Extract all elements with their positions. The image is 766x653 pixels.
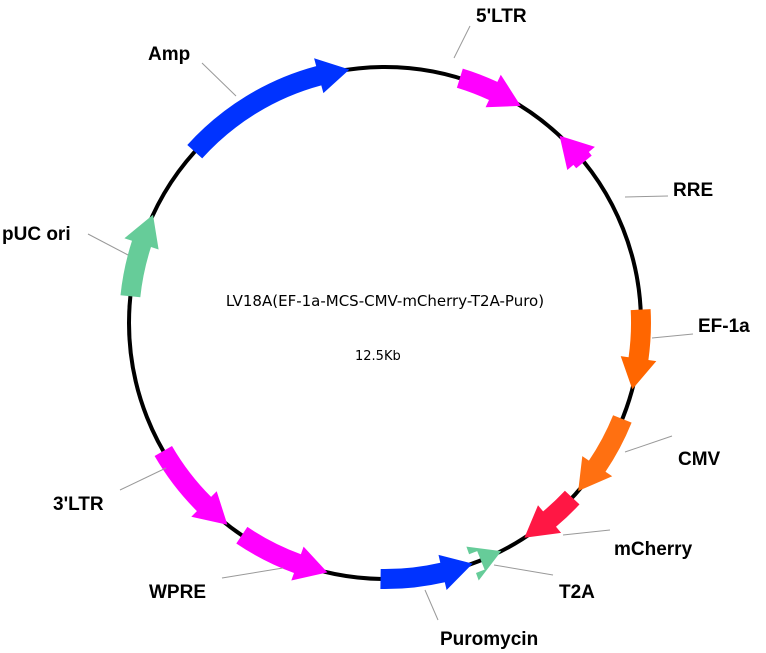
- leader-line-ef1a: [651, 333, 694, 339]
- feature-label-puromycin: Puromycin: [440, 629, 538, 650]
- feature-arrow-mcherry: [524, 490, 580, 538]
- feature-arrow-puromycin: [380, 554, 473, 590]
- feature-label-wpre: WPRE: [149, 582, 206, 603]
- feature-arrow-t2a: [466, 546, 502, 581]
- leader-line-rre: [624, 195, 669, 198]
- leader-line-t2a: [493, 564, 554, 576]
- feature-label-5ltr: 5'LTR: [476, 6, 527, 27]
- feature-arrow-wpre: [236, 526, 328, 581]
- leader-line-cmv: [624, 435, 673, 453]
- feature-arrow-ef1a: [620, 309, 657, 390]
- feature-label-3ltr: 3'LTR: [53, 494, 104, 515]
- feature-label-rre: RRE: [673, 180, 713, 201]
- leader-line-wpre: [221, 567, 284, 579]
- leader-line-puromycin: [424, 589, 439, 621]
- feature-label-mcherry: mCherry: [614, 539, 693, 560]
- leader-line-3ltr: [119, 467, 167, 491]
- plasmid-name: LV18A(EF-1a-MCS-CMV-mCherry-T2A-Puro): [226, 292, 544, 310]
- leader-line-5ltr: [453, 25, 471, 59]
- plasmid-size: 12.5Kb: [355, 349, 401, 364]
- feature-arrow-5ltr: [456, 68, 521, 108]
- feature-arrow-cmv: [578, 415, 632, 491]
- leader-line-mcherry: [562, 529, 611, 536]
- feature-arrow-3ltr: [154, 446, 228, 525]
- feature-label-t2a: T2A: [559, 582, 595, 603]
- leader-line-puc-ori: [87, 233, 129, 256]
- feature-label-puc-ori: pUC ori: [2, 224, 71, 245]
- feature-label-amp: Amp: [148, 44, 190, 65]
- feature-label-cmv: CMV: [678, 449, 721, 470]
- feature-arrow-puc-ori: [120, 214, 159, 298]
- feature-label-ef1a: EF-1a: [698, 316, 750, 337]
- feature-arrow-amp: [187, 58, 350, 159]
- feature-arrow-rre: [559, 135, 595, 170]
- leader-line-amp: [201, 62, 237, 97]
